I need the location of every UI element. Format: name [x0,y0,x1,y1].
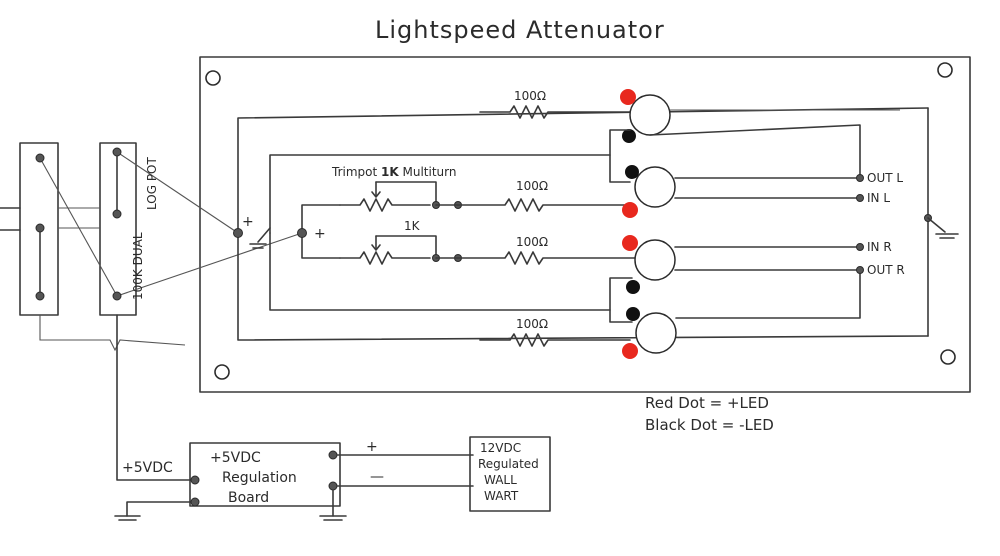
black-dot-2 [625,165,639,179]
trimpot-label: Trimpot 1K Multiturn [331,165,456,179]
wire-outer-top [237,107,929,234]
resistor-top-label: 100Ω [514,89,546,103]
mount-hole-tr [937,62,953,78]
wire-out-r-loop [675,269,861,319]
black-dot-3 [626,280,640,294]
trimpot-ch-l [339,181,462,212]
jack-out-l [856,174,864,182]
resistor-ch-r [457,251,636,265]
resistor-ch-l-label: 100Ω [516,179,548,193]
resistor-bottom-label: 100Ω [516,317,548,331]
red-dot-2 [622,202,638,218]
jack-in-r [856,243,864,251]
wire-ch-r-loop [301,232,341,259]
trimpot2-label: 1K [404,219,421,233]
plus5vdc-label: +5VDC [122,460,173,476]
wall-line2: Regulated [478,457,539,471]
enclosure-panel [199,56,971,393]
out-r-label: OUT R [867,263,905,277]
supply-minus-label: — [370,469,384,485]
red-dot-1 [620,89,636,105]
red-dot-4 [622,343,638,359]
ground-symbol-inner [249,227,271,249]
mount-hole-bl [214,364,230,380]
reg-line2: Regulation [222,470,297,486]
ground-symbol-chassis [927,217,959,239]
wire-lower-loop [269,232,611,311]
jack-in-l [856,194,864,202]
plus5-wire [116,314,196,481]
plus-right-label: + [314,226,326,242]
ground-wire-left [126,501,196,517]
pot-dual-label: 100K DUAL [131,232,145,300]
led-4 [622,307,677,359]
wall-line4: WART [484,489,519,503]
wall-line3: WALL [484,473,517,487]
mount-hole-tl [205,70,221,86]
wire-top-loop [269,154,611,234]
ground-symbol-left [114,515,141,521]
bus-bracket-bottom [609,277,633,323]
legend-red: Red Dot = +LED [645,394,769,412]
reg-line1: +5VDC [210,450,261,466]
dual-pot: LOG POT 100K DUAL [0,142,303,316]
resistor-ch-l [457,198,636,212]
bus-bracket-top [609,129,631,183]
led-1 [620,89,671,143]
wire-ch-l-loop [301,204,341,234]
wire-outer-bottom [237,232,929,341]
mount-hole-br [940,349,956,365]
diagram-title: Lightspeed Attenuator [375,16,665,44]
led-3 [622,235,676,294]
reg-line3: Board [228,490,269,506]
in-l-label: IN L [867,191,890,205]
out-l-label: OUT L [867,171,903,185]
post-plus-right [297,228,307,238]
legend-black: Black Dot = -LED [645,416,774,434]
plus-left-label: + [242,214,254,230]
red-dot-3 [622,235,638,251]
resistor-bottom [479,333,631,347]
wall-line1: 12VDC [480,441,521,455]
pot-bottom-wire [39,315,186,352]
wall-wart: 12VDC Regulated WALL WART [469,436,551,512]
in-r-label: IN R [867,240,892,254]
black-dot-4 [626,307,640,321]
pot-log-label: LOG POT [145,157,159,210]
regulation-board: +5VDC Regulation Board [189,442,341,507]
black-dot-1 [622,129,636,143]
resistor-top [479,105,631,119]
resistor-ch-r-label: 100Ω [516,235,548,249]
led-2 [622,165,676,218]
supply-plus-label: + [366,439,378,455]
trimpot-ch-r [339,235,462,265]
ground-symbol-reg [319,515,347,521]
post-plus-left [233,228,243,238]
wire-out-l [649,124,861,179]
jack-out-r [856,266,864,274]
